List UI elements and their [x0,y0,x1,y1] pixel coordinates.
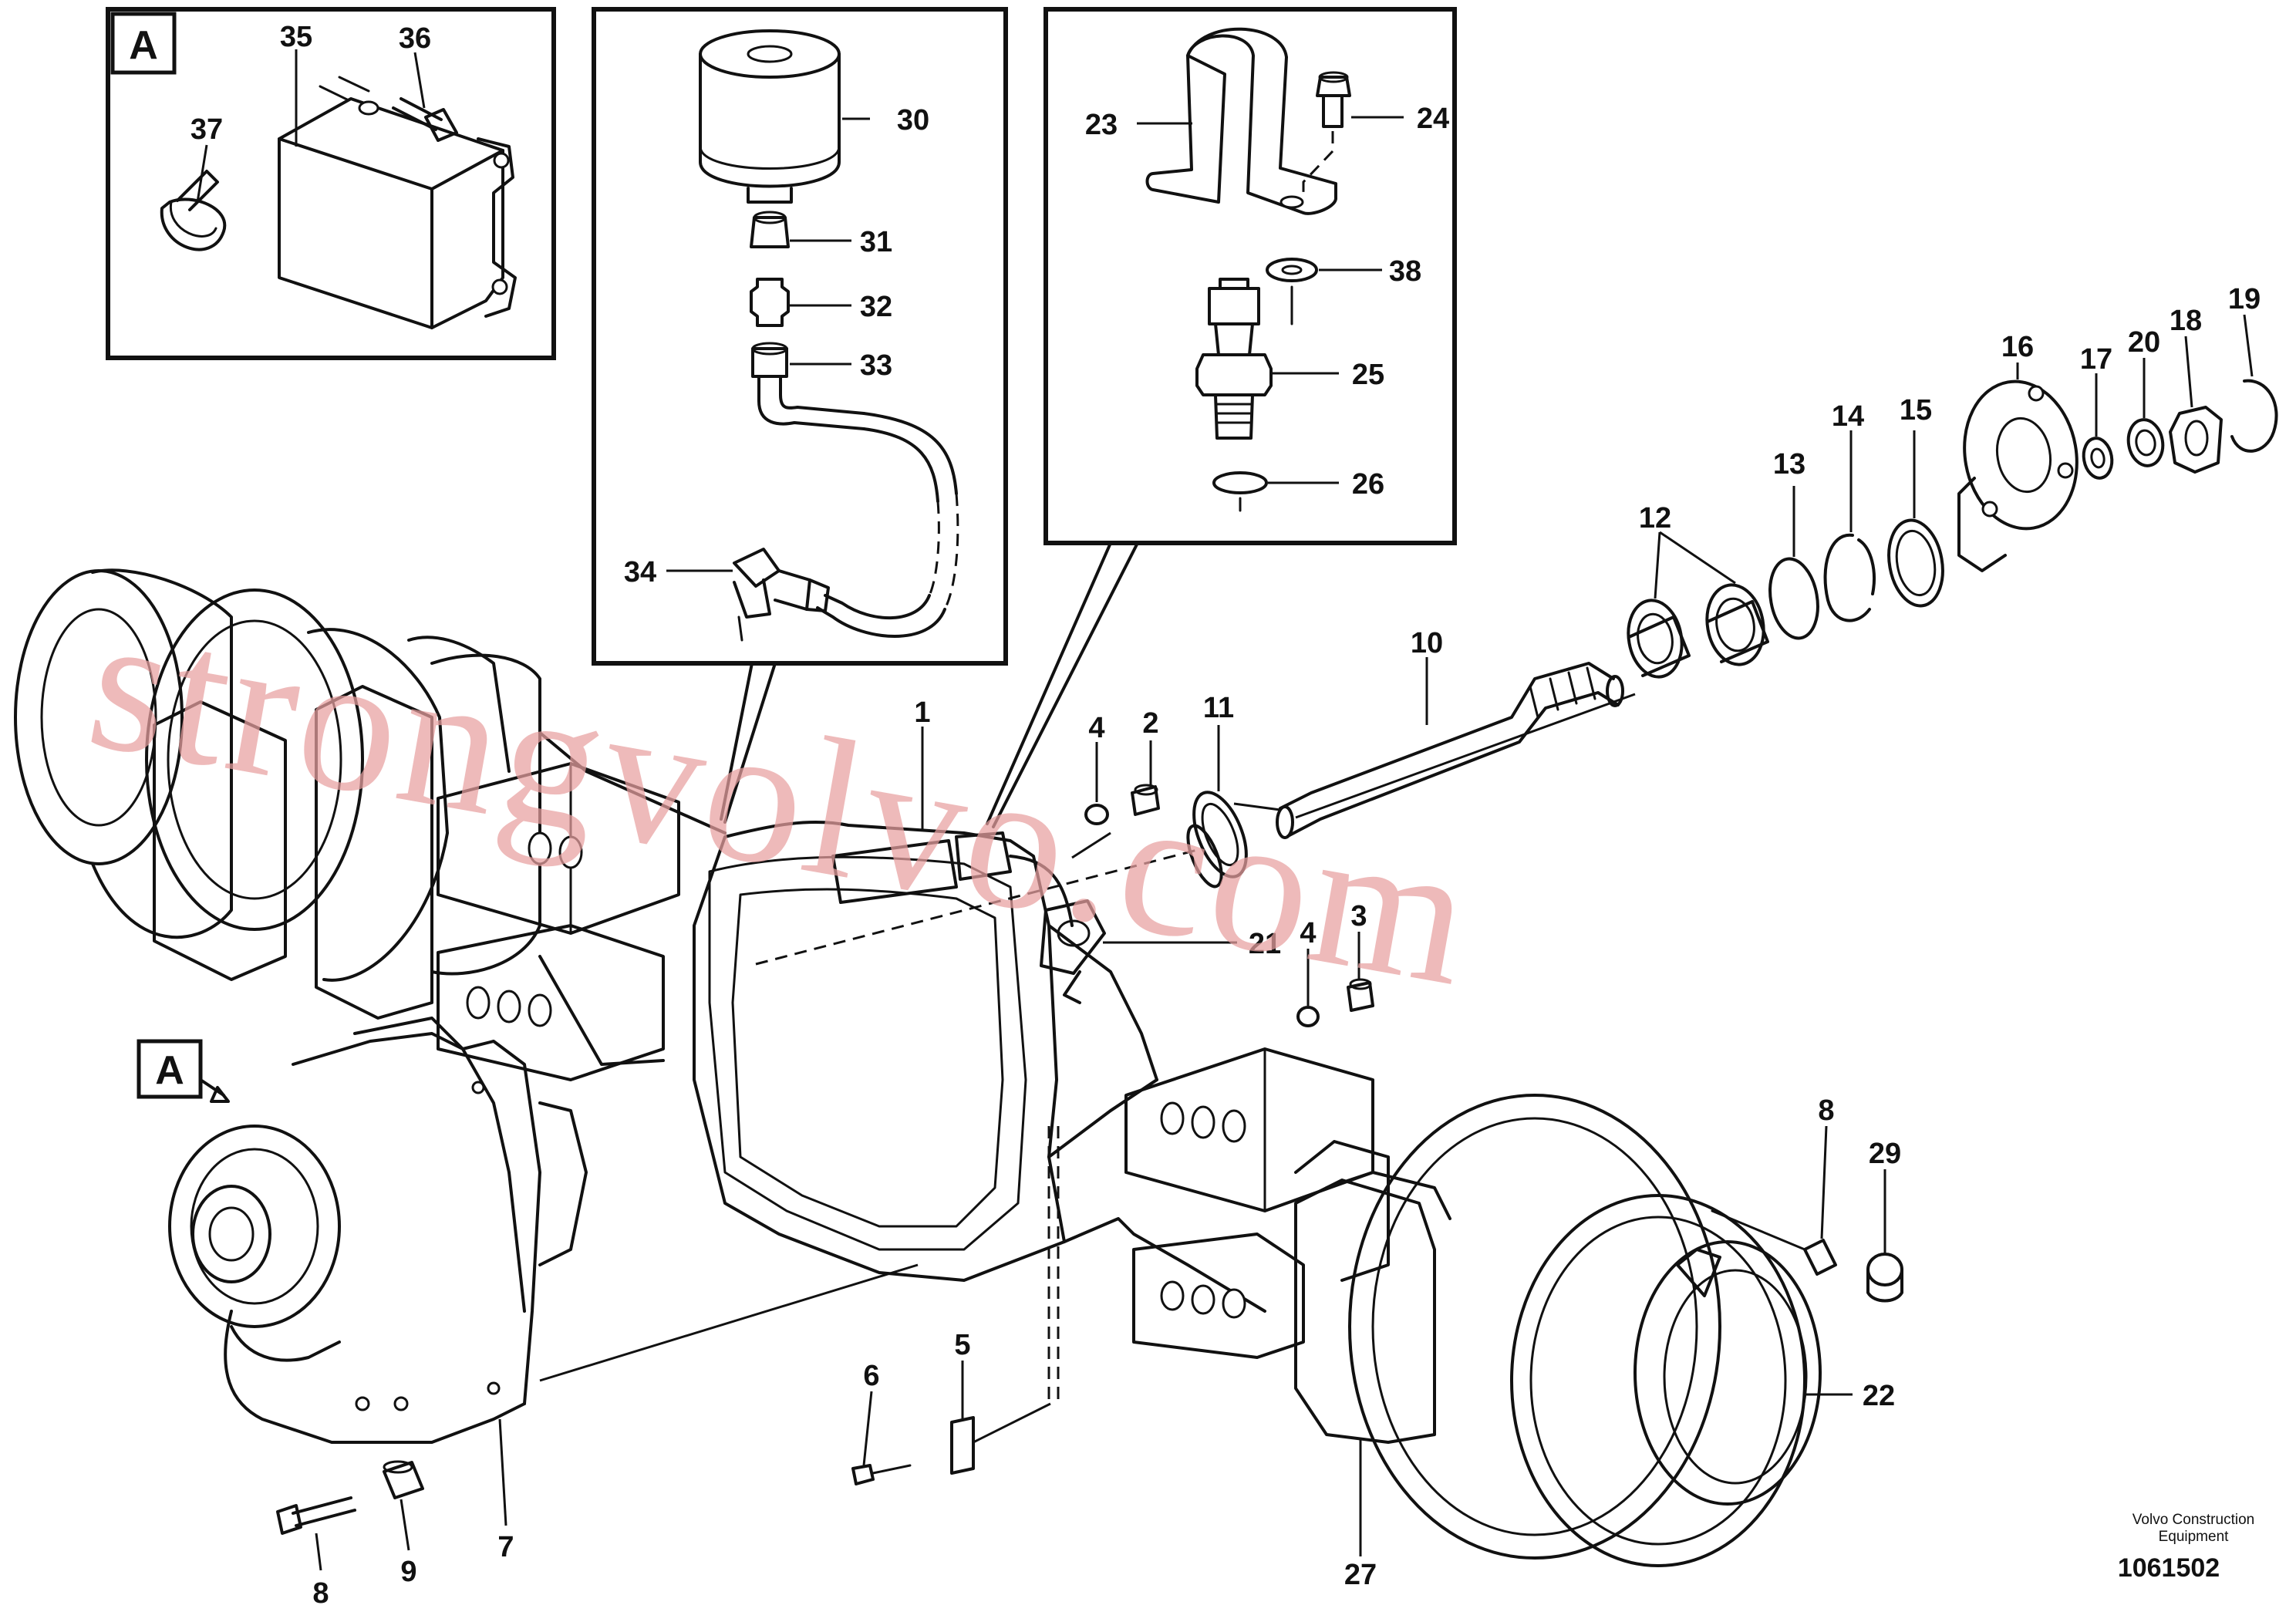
callout-36: 36 [399,22,431,55]
callout-20: 20 [2128,326,2160,359]
detail-badge-ref-box [137,1039,203,1099]
plug-3-part [1347,978,1374,1012]
callout-10: 10 [1411,627,1443,659]
callout-37: 37 [190,113,223,146]
callout-11: 11 [1203,692,1234,724]
callout-27: 27 [1344,1559,1377,1591]
washer-4b-part [1296,1006,1320,1027]
detail-box-sensor [1043,7,1457,545]
callout-23: 23 [1085,109,1118,141]
callout-8a: 8 [312,1577,329,1610]
detail-box-a: A [106,7,556,360]
credit-line-1: Volvo Construction [2132,1512,2254,1528]
gear-11-part [1186,791,1248,889]
callout-25: 25 [1352,359,1384,391]
left-hub-part [14,568,449,982]
callout-32: 32 [860,291,892,323]
washer-4a-part [1084,804,1109,825]
callout-21: 21 [1249,928,1281,960]
credit-block: Volvo Construction Equipment 1061502 [2118,1512,2254,1583]
callout-19: 19 [2228,283,2261,315]
ring-13-part [1768,557,1819,640]
callout-22: 22 [1863,1380,1895,1412]
callout-24: 24 [1417,103,1449,135]
detail-badge-box [110,12,177,75]
flange-16-part [1957,379,2079,572]
bearing-12a-part [1627,599,1691,679]
callout-8b: 8 [1818,1094,1834,1127]
assembly-lines [539,693,1636,1444]
callout-4a: 4 [1088,712,1104,744]
right-brake-part [1294,1094,1721,1560]
right-hub-part [1510,1194,1822,1567]
cover-21-part [1040,899,1106,1004]
callout-1: 1 [914,696,930,729]
circlip-19-part [2230,379,2278,453]
shaft-10-part [1276,662,1624,839]
bracket-part [1145,27,1337,215]
bearing-12b-part [1705,583,1769,666]
breather-hose-part [757,375,959,638]
washer-part [1266,258,1318,325]
callout-13: 13 [1773,448,1805,481]
nut-20-part [2126,418,2165,467]
sensor-part [1195,278,1273,440]
fitting-32 [750,278,790,327]
callout-38: 38 [1389,255,1421,288]
seal-15-part [1887,518,1944,608]
cap-29-part [1866,1253,1903,1303]
callout-35: 35 [280,21,312,53]
o-ring-part [1212,471,1268,512]
sleeve-9-part [383,1460,424,1499]
bolt-part [392,97,458,142]
callout-3: 3 [1350,900,1367,932]
callout-18: 18 [2170,305,2202,337]
snap-ring-14-part [1823,533,1876,622]
detail-badge-ref-label: A [155,1048,184,1093]
screw-6-part [851,1464,912,1485]
callout-6: 6 [863,1360,879,1392]
callout-7: 7 [497,1531,514,1563]
fitting-33 [751,342,788,378]
callout-33: 33 [860,349,892,382]
right-axle-tube-part [1124,1047,1374,1359]
credit-line-2: Equipment [2159,1529,2230,1545]
detail-box-breather [592,7,1008,666]
callout-4b: 4 [1300,917,1316,949]
callout-26: 26 [1352,468,1384,501]
callout-9: 9 [400,1556,416,1588]
bracket-bolt-part [1302,71,1351,193]
callout-30: 30 [897,104,929,137]
callout-5: 5 [954,1329,970,1361]
fitting-31 [750,211,790,248]
plug-2-part [1131,784,1160,816]
callout-labels: 35 36 37 30 31 32 33 34 23 24 38 25 26 1… [190,21,2261,1610]
differential-carrier-part: A [137,1017,588,1444]
callout-34: 34 [624,556,656,588]
lock-plate-18-part [2169,406,2223,474]
plate-5-part [950,1416,975,1475]
callout-2: 2 [1142,707,1158,740]
callout-15: 15 [1900,394,1932,427]
callout-29: 29 [1869,1138,1901,1170]
detail-pointer-lines [720,541,1139,828]
bolt-8-part [276,1496,356,1535]
callout-17: 17 [2080,343,2112,376]
axle-assembly [14,568,1822,1567]
callout-16: 16 [2001,331,2034,363]
breather-filter-part [699,29,841,204]
callout-12: 12 [1639,502,1671,534]
callout-14: 14 [1832,400,1864,433]
washer-17-part [2082,437,2114,480]
cable-tie-part [160,170,227,251]
elbow-fitting-part [733,548,830,642]
left-axle-tube-part [437,731,727,1081]
bolt-8b-part [1711,1209,1837,1276]
diagram-reference-number: 1061502 [2118,1553,2220,1583]
detail-badge-label: A [129,23,158,68]
callout-31: 31 [860,226,892,258]
